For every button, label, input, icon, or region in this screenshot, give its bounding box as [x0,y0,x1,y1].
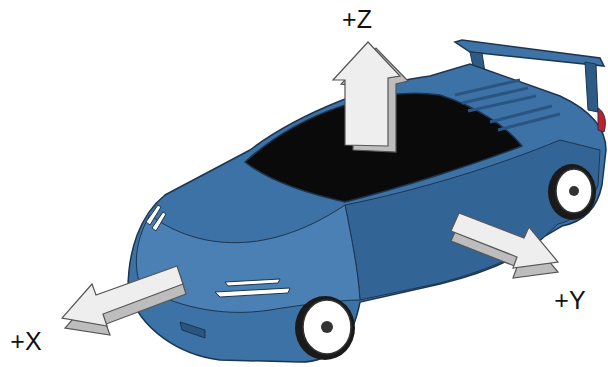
z-arrow [333,42,400,146]
engine-vents [455,80,560,130]
headlight [152,212,166,231]
tail-light [598,108,605,132]
wheel-hub [569,186,579,196]
headlight [225,279,280,286]
spoiler-strut [585,62,598,112]
rear-rim [556,169,592,213]
x-arrow [62,266,183,326]
wheel-hub [321,321,333,333]
front-rim [303,300,351,354]
axis-label: +X [10,328,41,356]
rear-tire [548,164,596,220]
y-arrow [451,213,558,268]
headlight [215,288,290,297]
front-tire [295,296,355,360]
axis-label: +Y [554,287,585,315]
axis-label: +Z [342,6,372,34]
bumper-vent [180,322,205,338]
